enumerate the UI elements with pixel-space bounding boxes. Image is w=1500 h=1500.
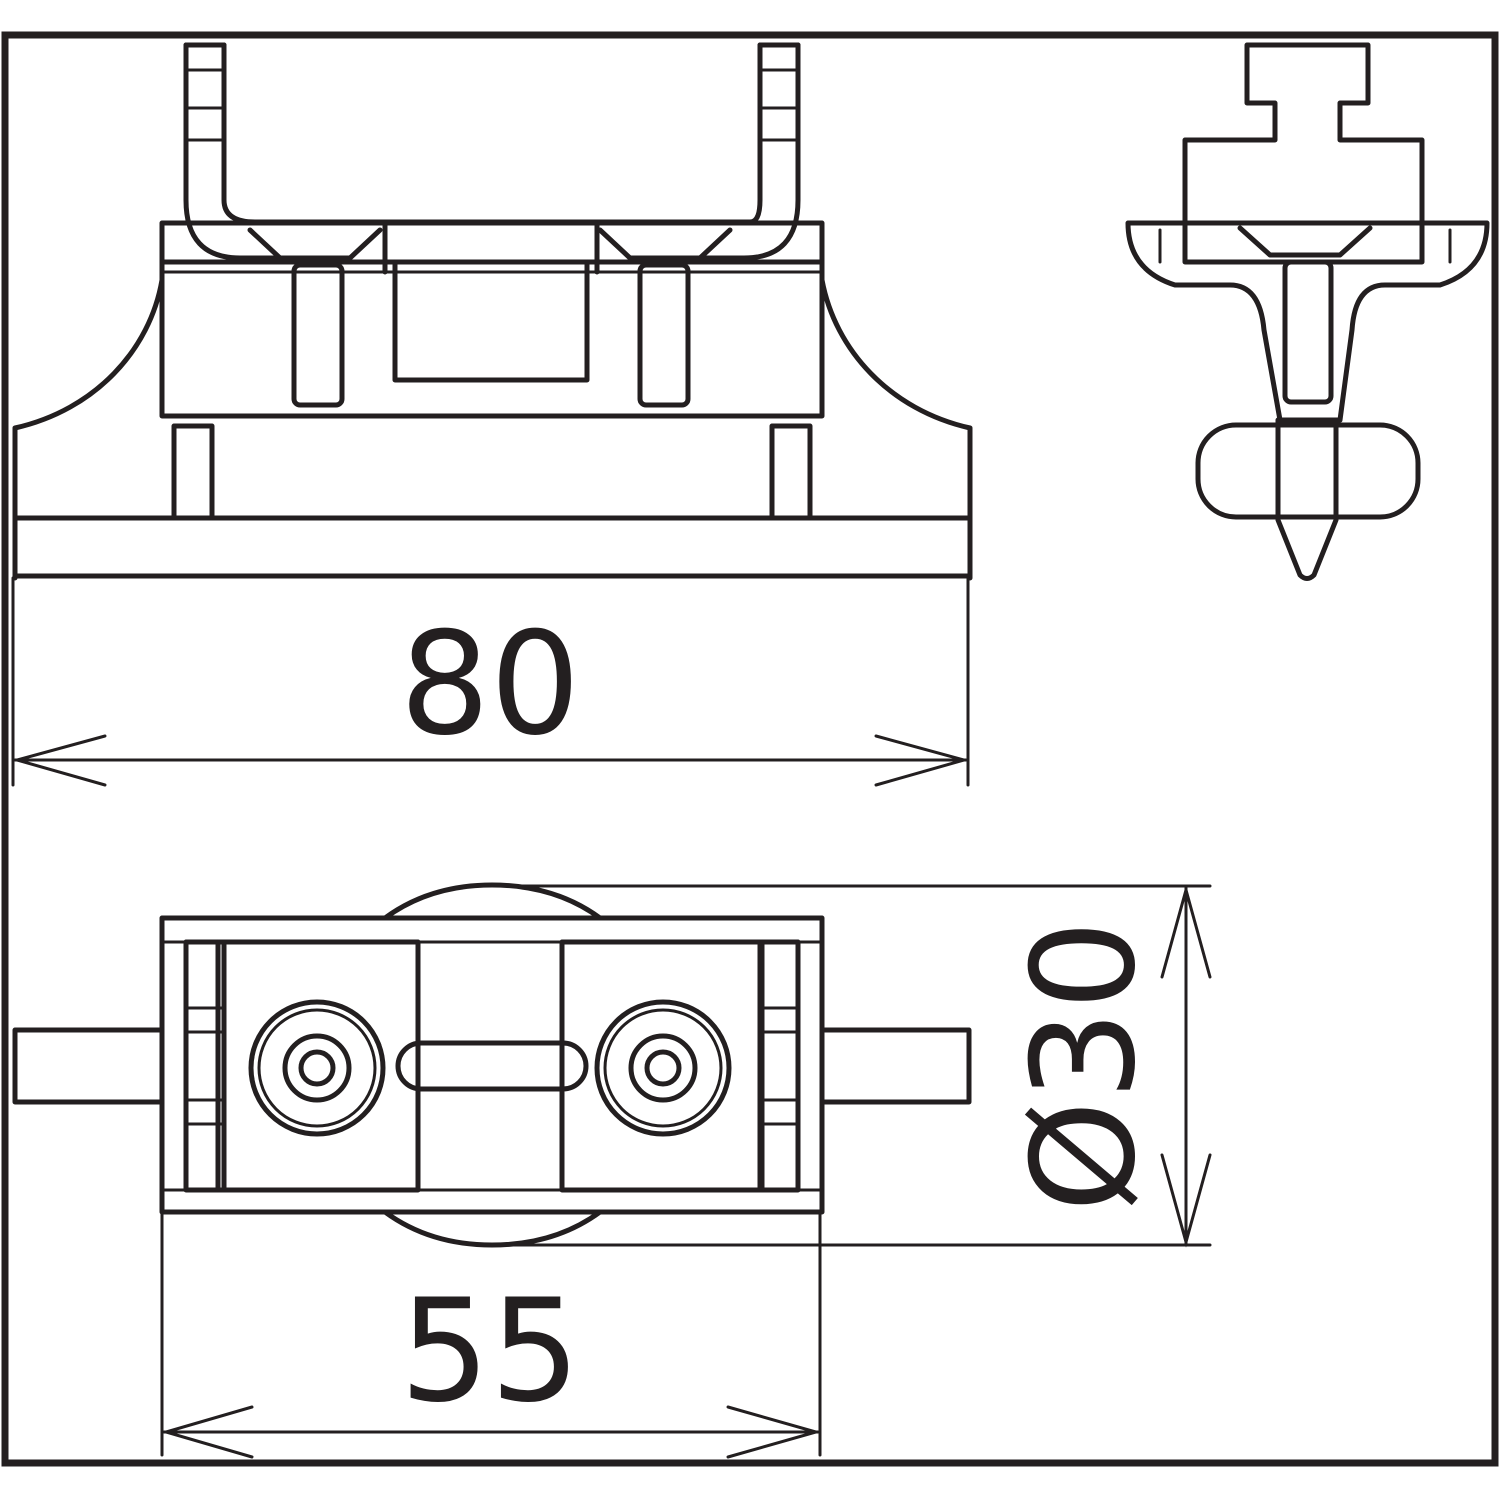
drawing-frame [1, 31, 1499, 1467]
base-length-label: 55 [400, 1269, 581, 1434]
base-length-dimension: 55 [160, 1212, 822, 1459]
clamp-body [159, 220, 825, 419]
u-strap [183, 42, 283, 261]
front-view [12, 42, 973, 581]
top-view [12, 882, 972, 1248]
side-wing-nut [1195, 422, 1421, 520]
right-post [769, 423, 813, 521]
diameter-dimension: Ø30 [490, 884, 1212, 1248]
side-top-stud [1182, 42, 1425, 265]
right-screw-top [594, 999, 732, 1137]
left-screw-shank [291, 262, 345, 408]
top-body [159, 915, 825, 1215]
left-clamp-plate [215, 939, 421, 1193]
left-rod [12, 1027, 165, 1105]
right-rod [819, 1027, 972, 1105]
side-saddle [1125, 220, 1490, 423]
side-view [1125, 42, 1490, 581]
top-center-slot [395, 1040, 589, 1092]
left-post [171, 423, 215, 521]
right-screw-head [597, 227, 733, 261]
left-flange [12, 277, 165, 581]
right-clamp-plate [559, 939, 765, 1193]
side-pin-tip [1275, 417, 1339, 581]
base-bar [12, 515, 973, 579]
diameter-label: Ø30 [1002, 920, 1167, 1212]
central-disc [382, 882, 603, 921]
side-screw-head [1237, 225, 1373, 258]
overall-length-dimension: 80 [11, 576, 970, 787]
right-flange [819, 277, 973, 581]
center-slot [392, 259, 590, 383]
overall-length-label: 80 [400, 602, 581, 767]
right-screw-shank [637, 262, 691, 408]
left-screw-head [247, 227, 383, 261]
left-screw-top [248, 999, 386, 1137]
side-screw-shank [1282, 259, 1334, 405]
